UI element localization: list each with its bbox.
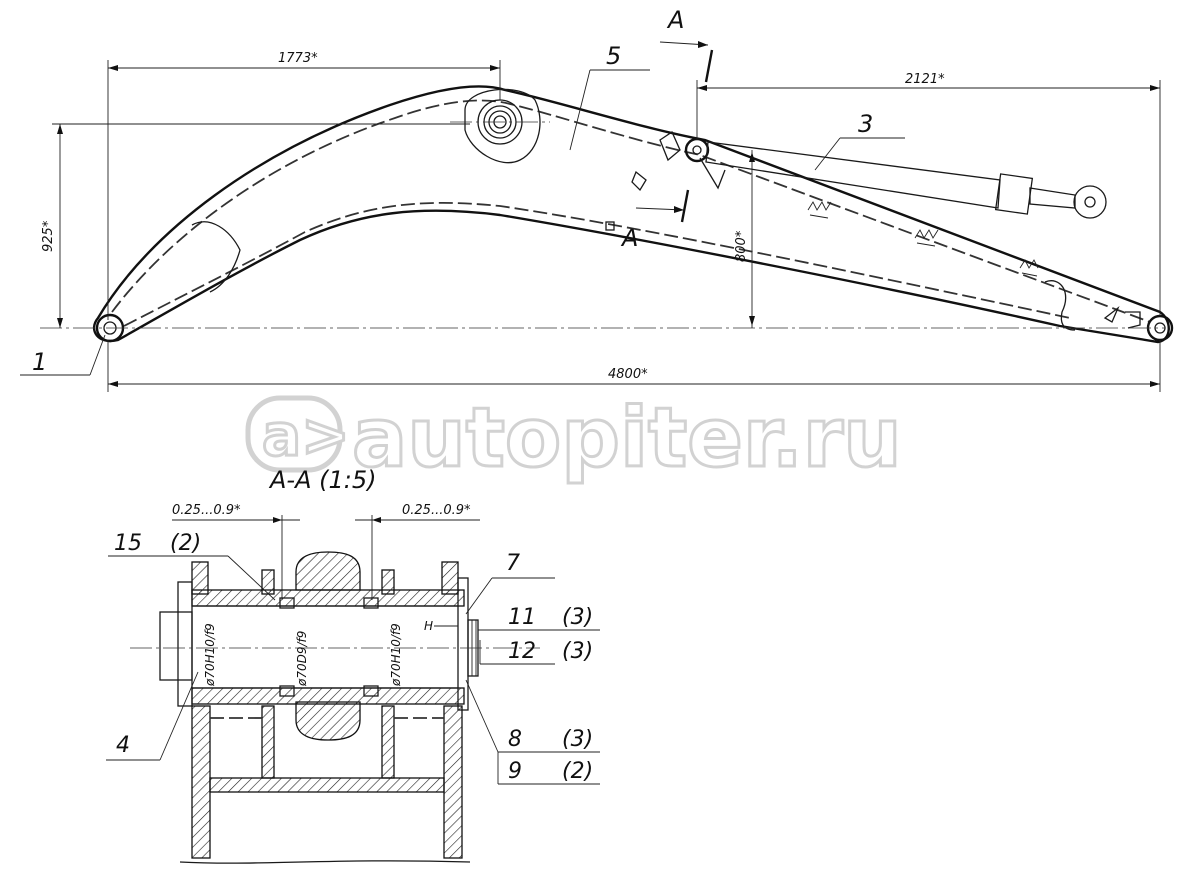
plate-left-top [191, 561, 209, 595]
section-mark-top: A [666, 6, 684, 34]
callout-11-qty: (3) [562, 605, 593, 630]
callout-15-qty: (2) [170, 531, 201, 556]
web-opening-left [191, 221, 241, 293]
dim-4800: 4800* [608, 367, 648, 382]
end-washer-left [177, 581, 193, 707]
cylinder-lug [605, 131, 710, 231]
callout-5: 5 [606, 42, 621, 70]
dim-2121: 2121* [905, 72, 945, 87]
watermark-logo-icon: a> [245, 395, 351, 473]
roller-top [295, 551, 361, 591]
callout-9-qty: (2) [562, 759, 593, 784]
diameter-left: ø70H10/f9 [203, 623, 217, 687]
dim-925: 925* [41, 220, 56, 252]
boom-elevation-view [40, 85, 1174, 344]
roller-bottom [295, 701, 361, 741]
callout-8: 8 [508, 727, 522, 752]
diameter-middle: ø70D9/f9 [295, 631, 309, 687]
svg-text:a>: a> [262, 401, 350, 469]
callout-8-qty: (3) [562, 727, 593, 752]
dim-clearance-right: 0.25...0.9* [402, 503, 471, 518]
callout-7: 7 [506, 551, 520, 576]
boom-outer-contour [92, 85, 1170, 344]
gap-label: H [424, 619, 433, 633]
watermark: a> autopiter.ru [245, 390, 903, 488]
dim-1773: 1773* [278, 51, 318, 66]
callout-12-qty: (3) [562, 639, 593, 664]
hydraulic-cylinder [699, 141, 1107, 219]
pivot-boss-plate [464, 88, 541, 164]
diameter-right: ø70H10/f9 [389, 623, 403, 687]
boom-inner-hidden-top [111, 99, 1151, 323]
plate-mid-left-top [261, 569, 275, 595]
plate-mid-right-top [381, 569, 395, 595]
boom-inner-hidden-bottom [123, 201, 1071, 327]
callouts-top: 1 5 3 [20, 42, 905, 376]
callout-9: 9 [508, 759, 522, 784]
callout-1: 1 [32, 348, 47, 376]
section-mark-bottom: A [620, 224, 638, 252]
section-title: A-A (1:5) [268, 466, 376, 494]
section-aa-view: A-A (1:5) 0.25...0.9* 0.25...0.9* [130, 466, 540, 864]
pin-head [159, 611, 193, 681]
dimensions: 1773* 2121* 925* 800* 4800* [41, 51, 1161, 392]
weld-marks [807, 201, 1039, 277]
callout-3: 3 [858, 110, 873, 138]
callout-4: 4 [116, 733, 130, 758]
callout-11: 11 [508, 605, 536, 630]
sleeve-bottom [191, 687, 465, 705]
callout-15: 15 [114, 531, 142, 556]
sleeve-top [191, 589, 465, 607]
callout-12: 12 [508, 639, 536, 664]
plate-right-top [441, 561, 459, 595]
seals [279, 597, 379, 697]
dim-clearance-left: 0.25...0.9* [172, 503, 241, 518]
callouts-section: 15 (2) 4 7 11 (3) 12 (3) 8 (3) 9 (2) [106, 531, 600, 785]
watermark-text: autopiter.ru [352, 391, 902, 486]
dim-800: 800* [734, 230, 749, 262]
frame-structure [179, 705, 471, 864]
section-cut-marks: A A [620, 6, 714, 252]
